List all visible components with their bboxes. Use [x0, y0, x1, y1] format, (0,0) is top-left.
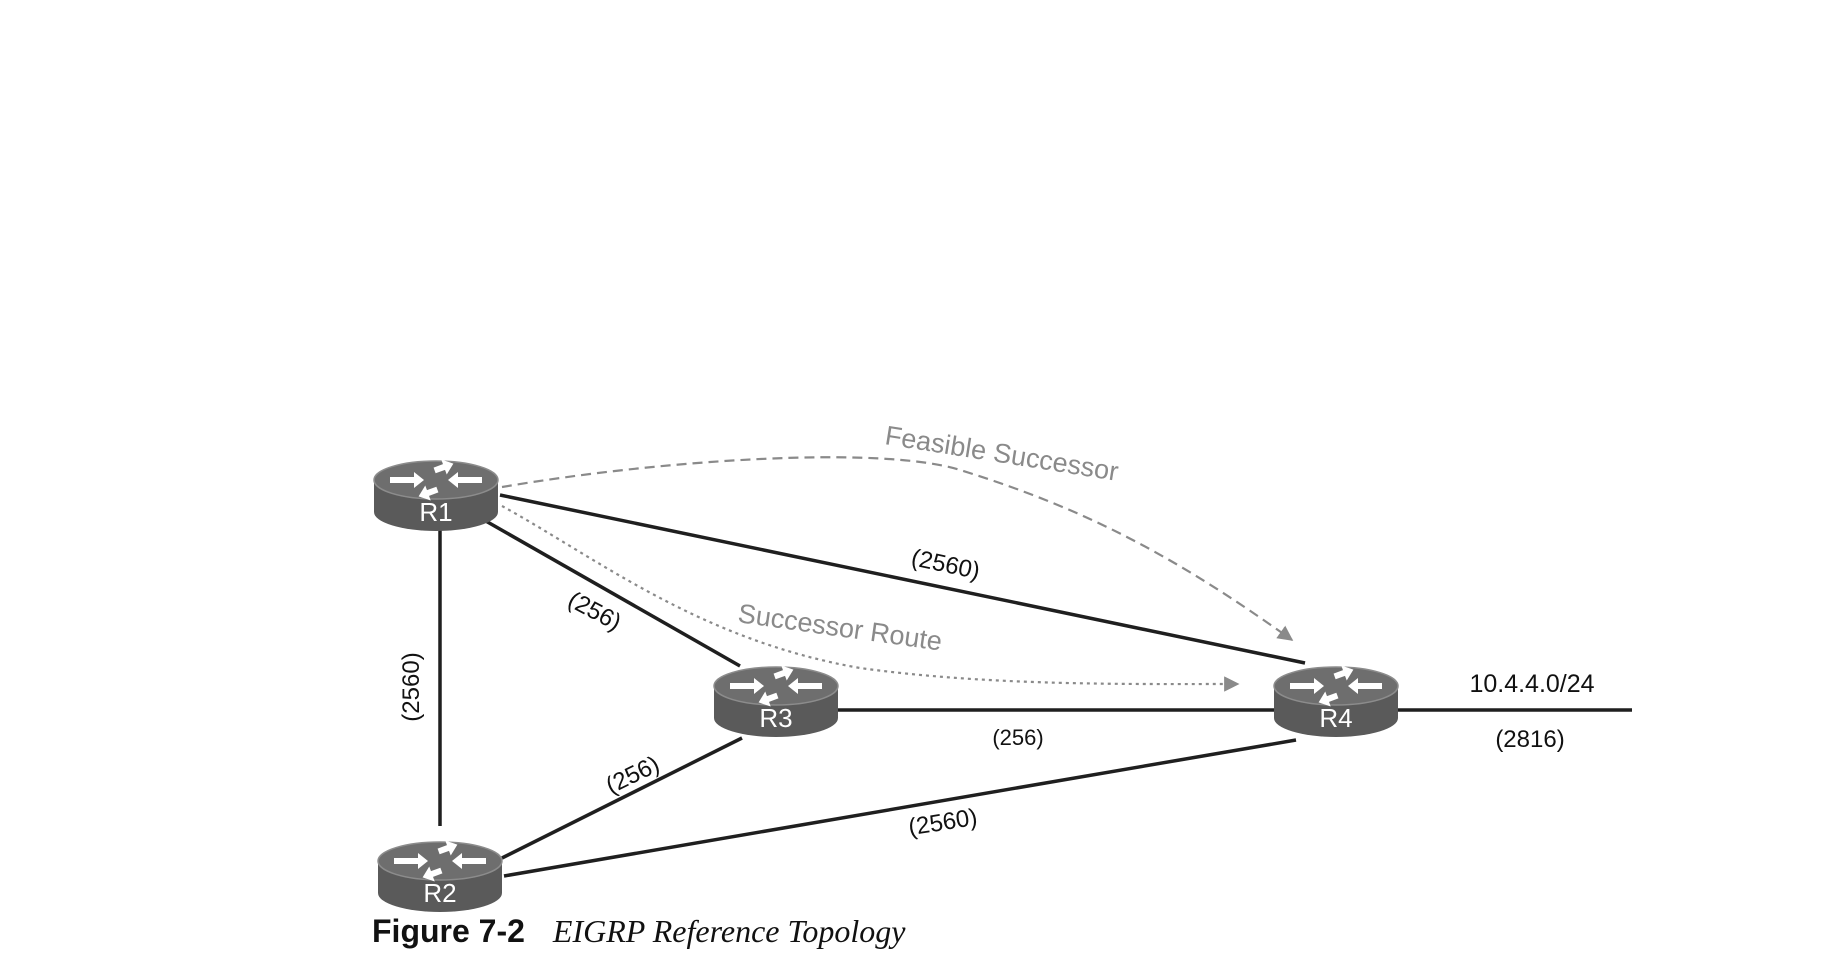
router-label-r2: R2	[423, 878, 456, 908]
link-r2-r4	[503, 738, 1297, 878]
metric-label-r3-r4: (256)	[992, 725, 1043, 750]
router-label-r1: R1	[419, 497, 452, 527]
metric-label-r2-r4: (2560)	[906, 804, 979, 842]
figure-number: Figure 7-2	[372, 913, 525, 949]
figure-caption: Figure 7-2 EIGRP Reference Topology	[372, 913, 905, 950]
router-label-r3: R3	[759, 703, 792, 733]
network-prefix-label: 10.4.4.0/24	[1469, 670, 1594, 698]
router-label-r4: R4	[1319, 703, 1352, 733]
successor-route-label: Successor Route	[736, 598, 944, 656]
link-r2-r3	[501, 736, 743, 860]
links	[438, 493, 1632, 878]
link-r1-r3	[483, 518, 741, 668]
successor-route-path	[501, 505, 1240, 692]
metric-label-r4-network: (2816)	[1495, 726, 1564, 753]
router-r4: R4	[1273, 661, 1399, 738]
metric-label-r1-r4: (2560)	[909, 544, 982, 585]
feasible-successor-label: Feasible Successor	[883, 420, 1120, 486]
router-r1: R1	[373, 455, 499, 532]
router-r3: R3	[713, 661, 839, 738]
figure-title: EIGRP Reference Topology	[552, 913, 906, 949]
link-r1-r4	[499, 493, 1306, 665]
feasible-successor-path	[501, 456, 1294, 641]
router-r2: R2	[377, 836, 503, 913]
metric-label-r1-r2: (2560)	[398, 652, 425, 721]
